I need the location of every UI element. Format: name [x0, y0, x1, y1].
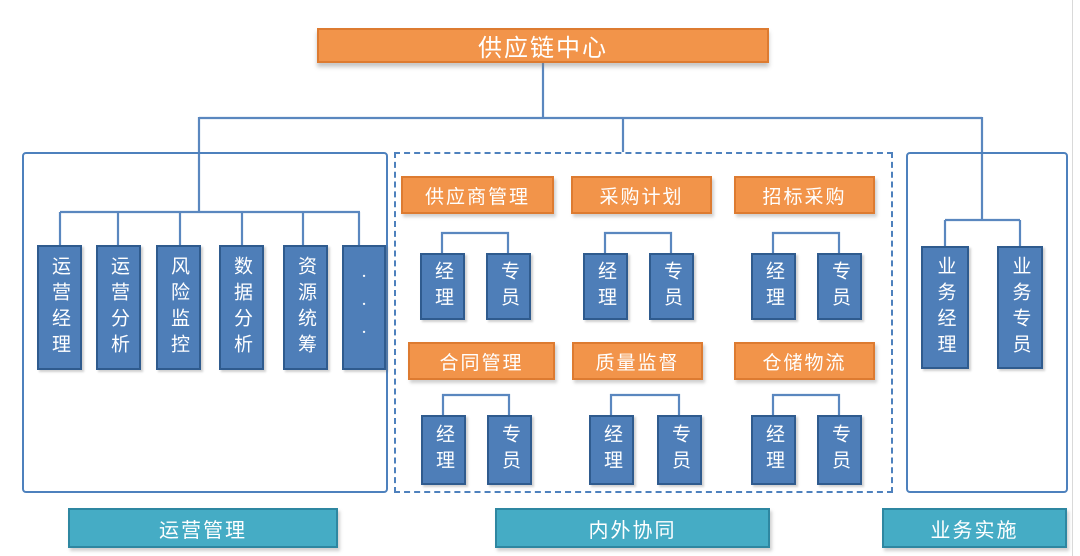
org-node-risk-monitoring: 风险监控: [156, 245, 201, 370]
role-label: 专员: [829, 424, 850, 476]
org-node-label: 数据分析: [231, 255, 252, 360]
org-node-more-ellipsis: ···: [342, 245, 386, 370]
group-business-implementation: [906, 152, 1068, 493]
role-label: 经理: [763, 424, 784, 476]
role-label: 经理: [763, 260, 784, 313]
role-specialist-bidding-procurement: 专员: [817, 253, 862, 320]
role-label: 专员: [498, 260, 519, 313]
org-node-label: 业务经理: [934, 255, 956, 360]
role-label: 专员: [829, 260, 850, 313]
dept-warehousing-logistics: 仓储物流: [734, 342, 875, 380]
role-label: 专员: [669, 424, 690, 476]
role-manager-contract-management: 经理: [421, 415, 466, 485]
role-specialist-supplier-management: 专员: [486, 253, 531, 320]
label-business-implementation: 业务实施: [882, 508, 1067, 548]
role-specialist-procurement-planning: 专员: [649, 253, 694, 320]
role-label: 经理: [433, 424, 454, 476]
page-edge-line: [1072, 0, 1073, 556]
role-manager-supplier-management: 经理: [420, 253, 465, 320]
org-node-operations-manager: 运营经理: [37, 245, 82, 370]
org-node-business-specialist: 业务专员: [997, 246, 1043, 369]
ellipsis-label: ···: [353, 265, 375, 350]
dept-quality-supervision: 质量监督: [572, 342, 703, 380]
group-operations-management: [22, 152, 388, 493]
dept-procurement-planning: 采购计划: [571, 176, 712, 214]
role-manager-procurement-planning: 经理: [583, 253, 628, 320]
role-label: 专员: [499, 424, 520, 476]
label-internal-external-collaboration: 内外协同: [495, 508, 770, 548]
role-specialist-contract-management: 专员: [487, 415, 532, 485]
dept-contract-management: 合同管理: [408, 342, 555, 380]
role-label: 专员: [661, 260, 682, 313]
role-manager-bidding-procurement: 经理: [751, 253, 796, 320]
org-node-resource-planning: 资源统筹: [283, 245, 328, 370]
role-specialist-warehousing-logistics: 专员: [817, 415, 862, 485]
org-node-label: 业务专员: [1009, 255, 1031, 360]
dept-bidding-procurement: 招标采购: [734, 176, 875, 214]
group-internal-external-collaboration: [394, 152, 893, 493]
role-manager-quality-supervision: 经理: [589, 415, 634, 485]
dept-supplier-management: 供应商管理: [401, 176, 554, 214]
role-manager-warehousing-logistics: 经理: [751, 415, 796, 485]
org-node-label: 运营经理: [49, 255, 70, 360]
role-label: 经理: [432, 260, 453, 313]
org-node-operations-analysis: 运营分析: [96, 245, 141, 370]
role-specialist-quality-supervision: 专员: [657, 415, 702, 485]
org-node-label: 风险监控: [168, 255, 189, 360]
org-node-label: 运营分析: [108, 255, 129, 360]
role-label: 经理: [595, 260, 616, 313]
org-node-label: 资源统筹: [295, 255, 316, 360]
org-node-business-manager: 业务经理: [921, 246, 969, 369]
role-label: 经理: [601, 424, 622, 476]
org-node-supply-chain-center: 供应链中心: [317, 28, 769, 63]
label-operations-management: 运营管理: [68, 508, 338, 548]
org-node-data-analysis: 数据分析: [219, 245, 264, 370]
